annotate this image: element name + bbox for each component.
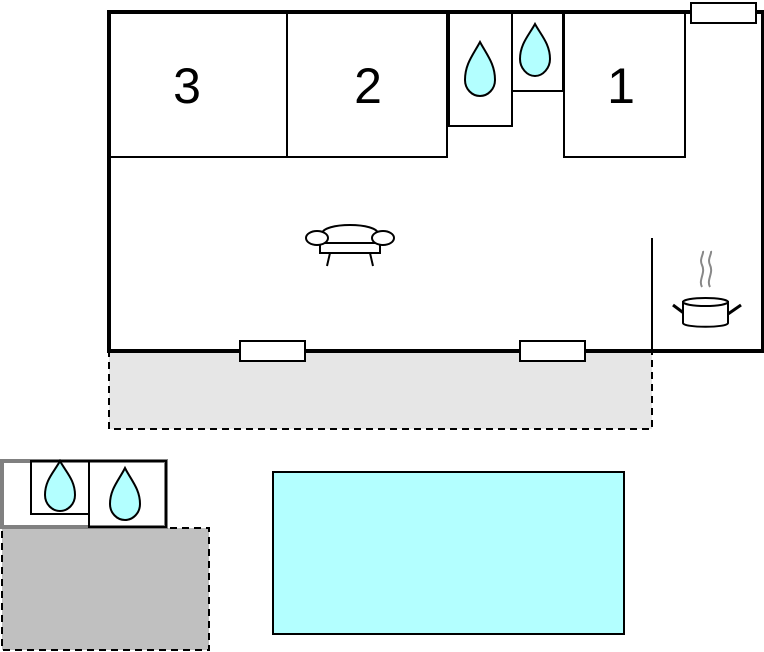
annex-toilet bbox=[88, 460, 167, 528]
house-outline bbox=[107, 10, 764, 353]
water-drop-icon bbox=[43, 458, 77, 513]
annex-outline bbox=[0, 459, 168, 529]
room-number-2: 2 bbox=[354, 58, 382, 114]
bedroom-1: 1 bbox=[563, 11, 686, 158]
sofa-icon bbox=[305, 224, 395, 267]
front-terrace bbox=[108, 350, 653, 430]
water-drop-icon bbox=[108, 465, 142, 522]
water-drop-icon bbox=[463, 39, 497, 98]
room-number-1: 1 bbox=[607, 58, 635, 114]
bedroom-2: 2 bbox=[286, 11, 448, 158]
cooking-pot-icon bbox=[672, 250, 742, 328]
room-number-3: 3 bbox=[173, 58, 201, 114]
swimming-pool bbox=[272, 471, 625, 635]
bathroom-1 bbox=[448, 11, 513, 127]
window bbox=[690, 2, 757, 24]
annex-terrace bbox=[1, 527, 210, 651]
window bbox=[239, 340, 306, 362]
water-drop-icon bbox=[518, 21, 552, 78]
window bbox=[519, 340, 586, 362]
